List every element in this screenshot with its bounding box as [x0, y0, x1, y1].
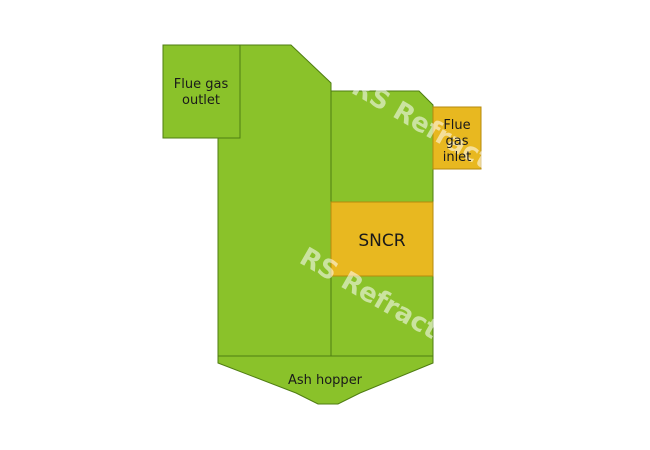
sncr-label: SNCR — [358, 231, 405, 251]
flue-gas-inlet-label-line2: gas — [446, 134, 469, 149]
sncr-box — [330, 201, 434, 277]
flue-gas-outlet-label-line1: Flue gas — [174, 77, 229, 92]
flue-gas-outlet-label-line2: outlet — [182, 93, 220, 108]
flue-gas-inlet-label-line3: inlet — [443, 150, 472, 165]
flue-gas-inlet-label-line1: Flue — [443, 118, 470, 133]
watermark-left-edge: RS Refractory — [0, 50, 179, 177]
ash-hopper-shape — [217, 355, 434, 405]
flue-gas-outlet-box — [162, 44, 241, 139]
ash-hopper-label: Ash hopper — [288, 373, 363, 388]
flue-gas-inlet-box — [432, 106, 482, 170]
